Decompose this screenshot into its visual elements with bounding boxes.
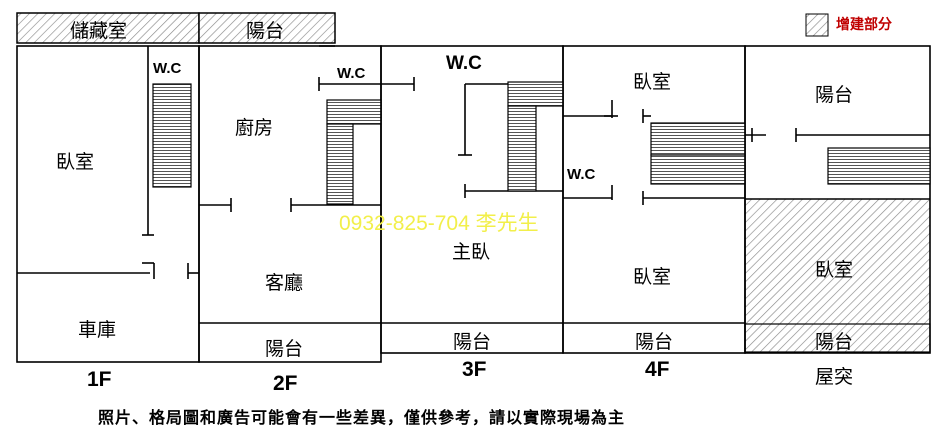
room-3f-master-bedroom: 主臥 bbox=[452, 241, 491, 263]
room-1f-garage: 車庫 bbox=[78, 319, 117, 341]
disclaimer-text: 照片、格局圖和廣告可能會有一些差異，僅供參考，請以實際現場為主 bbox=[98, 408, 626, 427]
stairs-3f-top bbox=[507, 81, 564, 107]
legend-label: 增建部分 bbox=[836, 17, 892, 33]
room-4f-wc: W.C bbox=[567, 166, 596, 183]
floor-label-3f: 3F bbox=[462, 358, 487, 381]
stairs-4f-top bbox=[650, 122, 746, 156]
room-2f-balcony-top: 陽台 bbox=[246, 20, 285, 42]
room-roof-bedroom: 臥室 bbox=[815, 259, 854, 281]
stairs-2f-top bbox=[326, 99, 382, 125]
room-1f-bedroom: 臥室 bbox=[56, 151, 95, 173]
floor-label-4f: 4F bbox=[645, 358, 670, 381]
room-4f-balcony: 陽台 bbox=[635, 331, 674, 353]
room-2f-kitchen: 廚房 bbox=[235, 117, 274, 139]
room-4f-bedroom-top: 臥室 bbox=[633, 71, 672, 93]
legend-swatch bbox=[805, 13, 829, 37]
floor-label-roof: 屋突 bbox=[815, 366, 854, 388]
floor-label-2f: 2F bbox=[273, 372, 298, 395]
stairs-roof bbox=[827, 147, 931, 185]
room-roof-balcony: 陽台 bbox=[815, 331, 854, 353]
room-1f-wc: W.C bbox=[153, 60, 182, 77]
room-3f-wc: W.C bbox=[446, 53, 482, 74]
stairs-1f bbox=[152, 83, 192, 188]
stairs-3f-side bbox=[507, 105, 537, 192]
room-2f-balcony: 陽台 bbox=[265, 338, 304, 360]
hatched-roof-balcony-area bbox=[744, 323, 931, 353]
room-roof-balcony-top: 陽台 bbox=[815, 84, 854, 106]
room-1f-storage: 儲藏室 bbox=[70, 20, 128, 42]
stairs-4f-bottom bbox=[650, 154, 746, 185]
floor-2f-walls bbox=[198, 45, 382, 363]
room-2f-living-room: 客廳 bbox=[265, 272, 304, 294]
room-3f-balcony: 陽台 bbox=[453, 331, 492, 353]
hatched-storage-area bbox=[16, 12, 200, 44]
room-4f-bedroom: 臥室 bbox=[633, 266, 672, 288]
contact-watermark: 0932-825-704 李先生 bbox=[339, 212, 539, 235]
hatched-roof-bedroom-area bbox=[745, 199, 930, 324]
room-2f-wc: W.C bbox=[337, 65, 366, 82]
floor-roof-walls bbox=[744, 45, 931, 354]
floor-label-1f: 1F bbox=[87, 368, 112, 391]
hatched-2f-balcony-area bbox=[198, 12, 336, 44]
stairs-2f-side bbox=[326, 123, 354, 205]
